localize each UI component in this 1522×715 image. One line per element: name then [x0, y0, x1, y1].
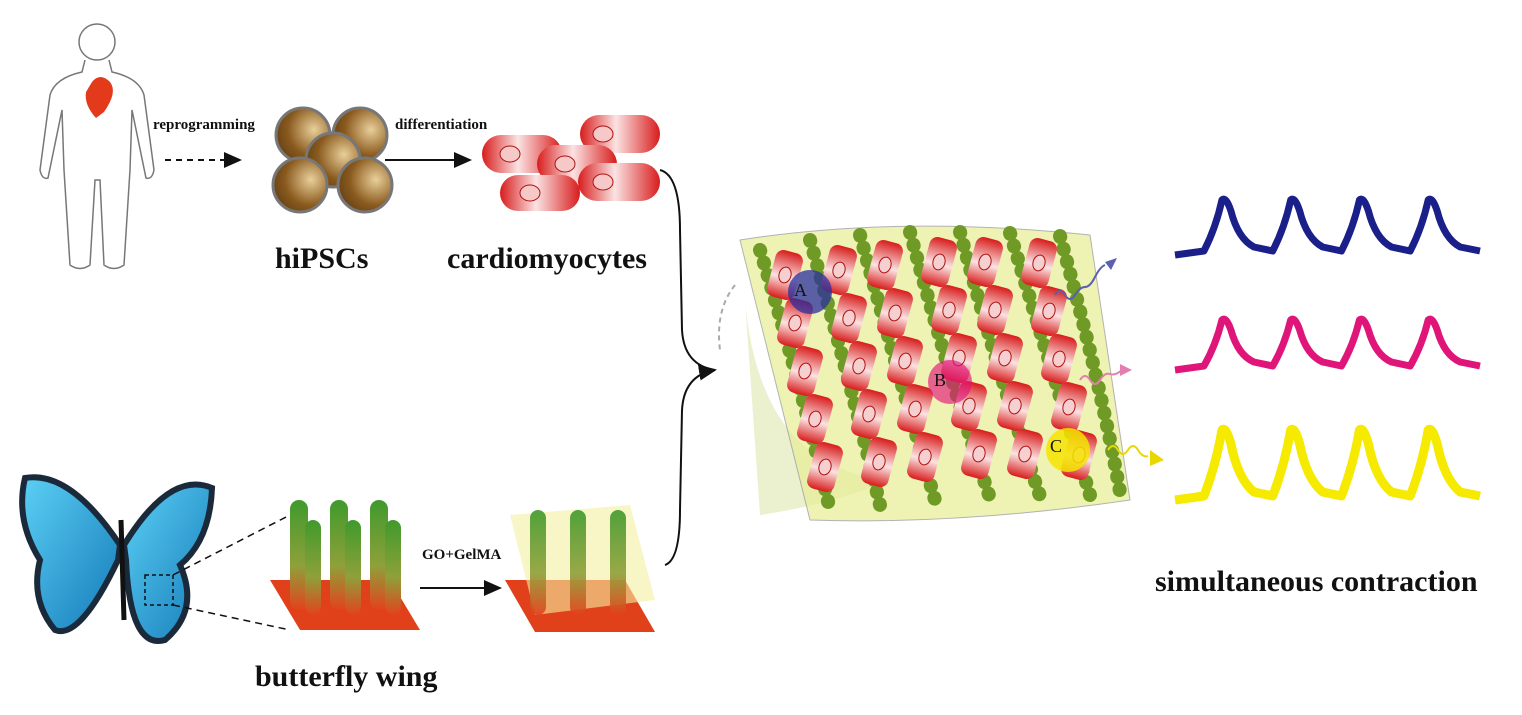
tissue-cell: [967, 236, 1003, 288]
butterfly-wing-label: butterfly wing: [255, 660, 438, 693]
contraction-traces: [1174, 195, 1481, 505]
tissue-cell: [1031, 285, 1067, 337]
butterfly-icon: [19, 474, 291, 644]
tissue-cell: [1041, 333, 1077, 385]
contraction-trace-c: [1174, 424, 1481, 505]
point-b-label: B: [934, 370, 947, 390]
merge-brace: [659, 169, 715, 566]
tissue-cell: [831, 292, 867, 344]
cardiomyocytes-label: cardiomyocytes: [447, 242, 647, 275]
tissue-cell: [987, 332, 1023, 384]
tissue-cell: [807, 441, 843, 493]
tissue-cell: [1051, 381, 1087, 433]
point-a-label: A: [794, 280, 807, 300]
tissue-cell: [821, 244, 857, 296]
tissue-cell: [861, 436, 897, 488]
tissue-cell: [907, 431, 943, 483]
tissue-cell: [921, 236, 957, 288]
cardiomyocyte-cells: [482, 115, 660, 211]
hipscs-label: hiPSCs: [275, 242, 369, 275]
tissue-cell: [877, 287, 913, 339]
tissue-cell: [841, 340, 877, 392]
human-body-icon: [39, 23, 155, 270]
tissue-cell: [887, 335, 923, 387]
go-gelma-label: GO+GelMA: [422, 547, 502, 563]
contraction-trace-a: [1174, 195, 1481, 259]
tissue-cell: [797, 393, 833, 445]
tissue-cell: [787, 345, 823, 397]
tissue-cell: [867, 239, 903, 291]
tissue-cell: [851, 388, 887, 440]
simultaneous-contraction-label: simultaneous contraction: [1155, 565, 1478, 598]
reprogramming-label: reprogramming: [153, 117, 255, 133]
tissue-cell: [897, 383, 933, 435]
cardiac-tissue-construct: [718, 225, 1131, 522]
go-gelma-scaffold: [505, 505, 655, 632]
point-c-label: C: [1050, 436, 1063, 456]
signal-arrow-a: [1054, 264, 1106, 300]
tissue-cell: [1007, 428, 1043, 480]
heart-icon: [85, 77, 113, 118]
signal-arrow-c: [1107, 445, 1149, 458]
hipscs-cluster: [271, 106, 394, 214]
tissue-cell: [931, 284, 967, 336]
contraction-trace-b: [1174, 315, 1481, 374]
tissue-cell: [997, 380, 1033, 432]
signal-arrow-b: [1079, 369, 1123, 385]
tissue-cell: [977, 284, 1013, 336]
tissue-cell: [1021, 237, 1057, 289]
differentiation-label: differentiation: [395, 117, 488, 133]
tissue-cell: [961, 428, 997, 480]
butterfly-wing-scaffold: [270, 500, 420, 630]
